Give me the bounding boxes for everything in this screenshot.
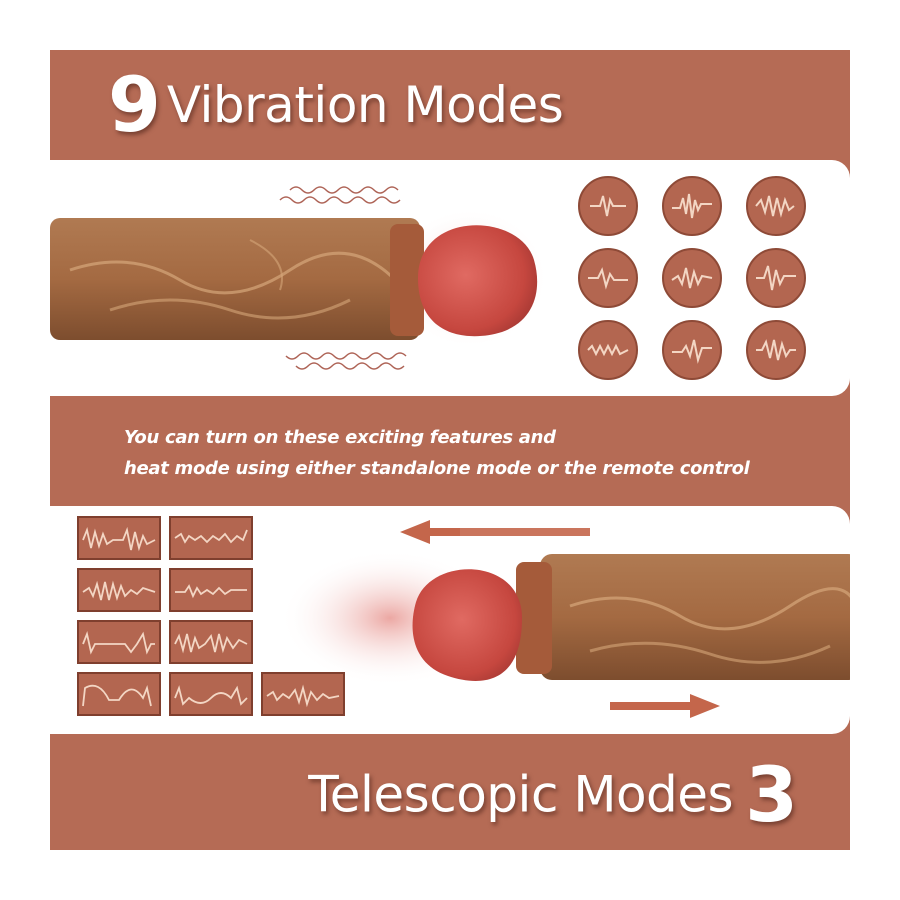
wave-icon <box>662 248 722 308</box>
product-telescoping-illustration <box>280 520 850 718</box>
wave-icon <box>578 248 638 308</box>
wave-icon <box>746 248 806 308</box>
arrow-left-icon <box>400 520 460 544</box>
wave-icon <box>77 568 161 612</box>
arrow-right-icon <box>610 694 720 718</box>
caption-line-1: You can turn on these exciting features … <box>124 427 556 448</box>
wave-icon <box>77 672 161 716</box>
wave-icon <box>746 176 806 236</box>
feature-caption: You can turn on these exciting features … <box>124 422 750 484</box>
telescopic-mode-grid <box>77 516 357 726</box>
caption-line-2: heat mode using either standalone mode o… <box>124 458 750 479</box>
vibration-title: Vibration Modes <box>166 75 564 134</box>
vibration-count: 9 <box>108 60 161 149</box>
wave-icon <box>662 176 722 236</box>
wave-icon <box>77 620 161 664</box>
wave-icon <box>169 568 253 612</box>
wave-icon <box>169 672 253 716</box>
wave-icon <box>578 176 638 236</box>
wave-icon <box>746 320 806 380</box>
wave-icon <box>77 516 161 560</box>
wave-icon <box>169 516 253 560</box>
vibration-mode-grid <box>578 176 808 382</box>
wave-icon <box>261 672 345 716</box>
telescopic-title: Telescopic Modes <box>308 765 734 824</box>
wave-icon <box>578 320 638 380</box>
telescopic-count: 3 <box>745 750 798 839</box>
product-vibrating-illustration <box>50 186 548 370</box>
wave-icon <box>662 320 722 380</box>
wave-icon <box>169 620 253 664</box>
